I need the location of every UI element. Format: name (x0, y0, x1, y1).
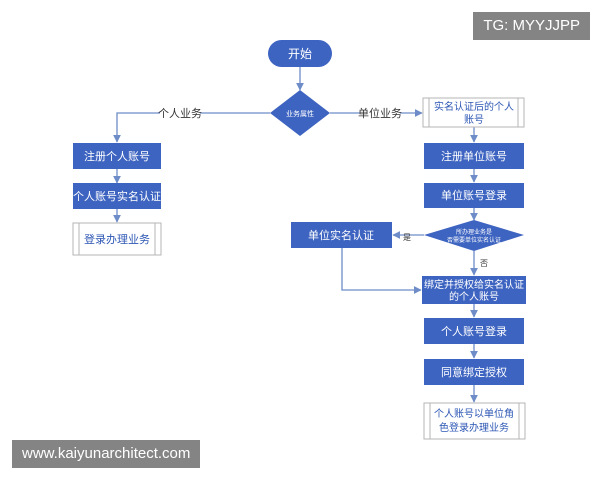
edge-unitverify-to-bind (341, 248, 422, 294)
watermark-top: TG: MYYJJPP (473, 12, 590, 40)
watermark-website: www.kaiyunarchitect.com (12, 440, 201, 468)
business-type-decision: 业务属性 (270, 90, 330, 136)
company-login-node: 单位账号登录 (424, 183, 524, 208)
final-business-label-1: 个人账号以单位角 (434, 407, 514, 420)
personal-login-doc: 登录办理业务 (72, 222, 162, 256)
personal-account-login-node: 个人账号登录 (424, 318, 524, 344)
start-label: 开始 (288, 47, 312, 61)
unit-verify-label: 单位实名认证 (308, 228, 374, 242)
company-login-label: 单位账号登录 (441, 188, 507, 202)
certification-decision-label-1: 所办理业务是 (456, 228, 492, 236)
verified-account-label-2: 账号 (464, 114, 484, 126)
edge-label-yes: 是 (403, 233, 411, 242)
unit-verify-node: 单位实名认证 (291, 222, 392, 248)
personal-verify-label: 个人账号实名认证 (73, 189, 161, 203)
personal-verify-node: 个人账号实名认证 (73, 183, 161, 209)
bind-authorize-label-1: 绑定并授权给实名认证 (424, 278, 524, 291)
bind-authorize-label-2: 的个人账号 (449, 290, 499, 303)
agree-authorize-label: 同意绑定授权 (441, 365, 507, 379)
business-type-label: 业务属性 (286, 109, 314, 118)
edge-label-no: 否 (480, 259, 488, 268)
verified-account-doc: 实名认证后的个人 账号 (422, 97, 525, 128)
certification-decision-label-2: 否需要单位实名认证 (447, 236, 501, 244)
company-register-node: 注册单位账号 (424, 143, 524, 169)
personal-register-label: 注册个人账号 (84, 149, 150, 163)
edges (113, 67, 478, 403)
edge-type-to-personal (113, 112, 270, 143)
personal-login-doc-label: 登录办理业务 (84, 232, 150, 246)
certification-decision: 所办理业务是 否需要单位实名认证 (424, 220, 524, 251)
start-node: 开始 (268, 40, 332, 67)
verified-account-label-1: 实名认证后的个人 (434, 100, 514, 113)
final-business-label-2: 色登录办理业务 (439, 421, 509, 434)
edge-label-personal: 个人业务 (158, 107, 202, 120)
company-register-label: 注册单位账号 (441, 149, 507, 163)
agree-authorize-node: 同意绑定授权 (424, 359, 524, 385)
personal-account-login-label: 个人账号登录 (441, 324, 507, 338)
edge-labels: 个人业务 单位业务 是 否 (158, 105, 488, 268)
final-business-doc: 个人账号以单位角 色登录办理业务 (423, 402, 526, 440)
bind-authorize-node: 绑定并授权给实名认证 的个人账号 (422, 276, 526, 304)
personal-register-node: 注册个人账号 (73, 143, 161, 169)
edge-label-company: 单位业务 (358, 106, 402, 120)
